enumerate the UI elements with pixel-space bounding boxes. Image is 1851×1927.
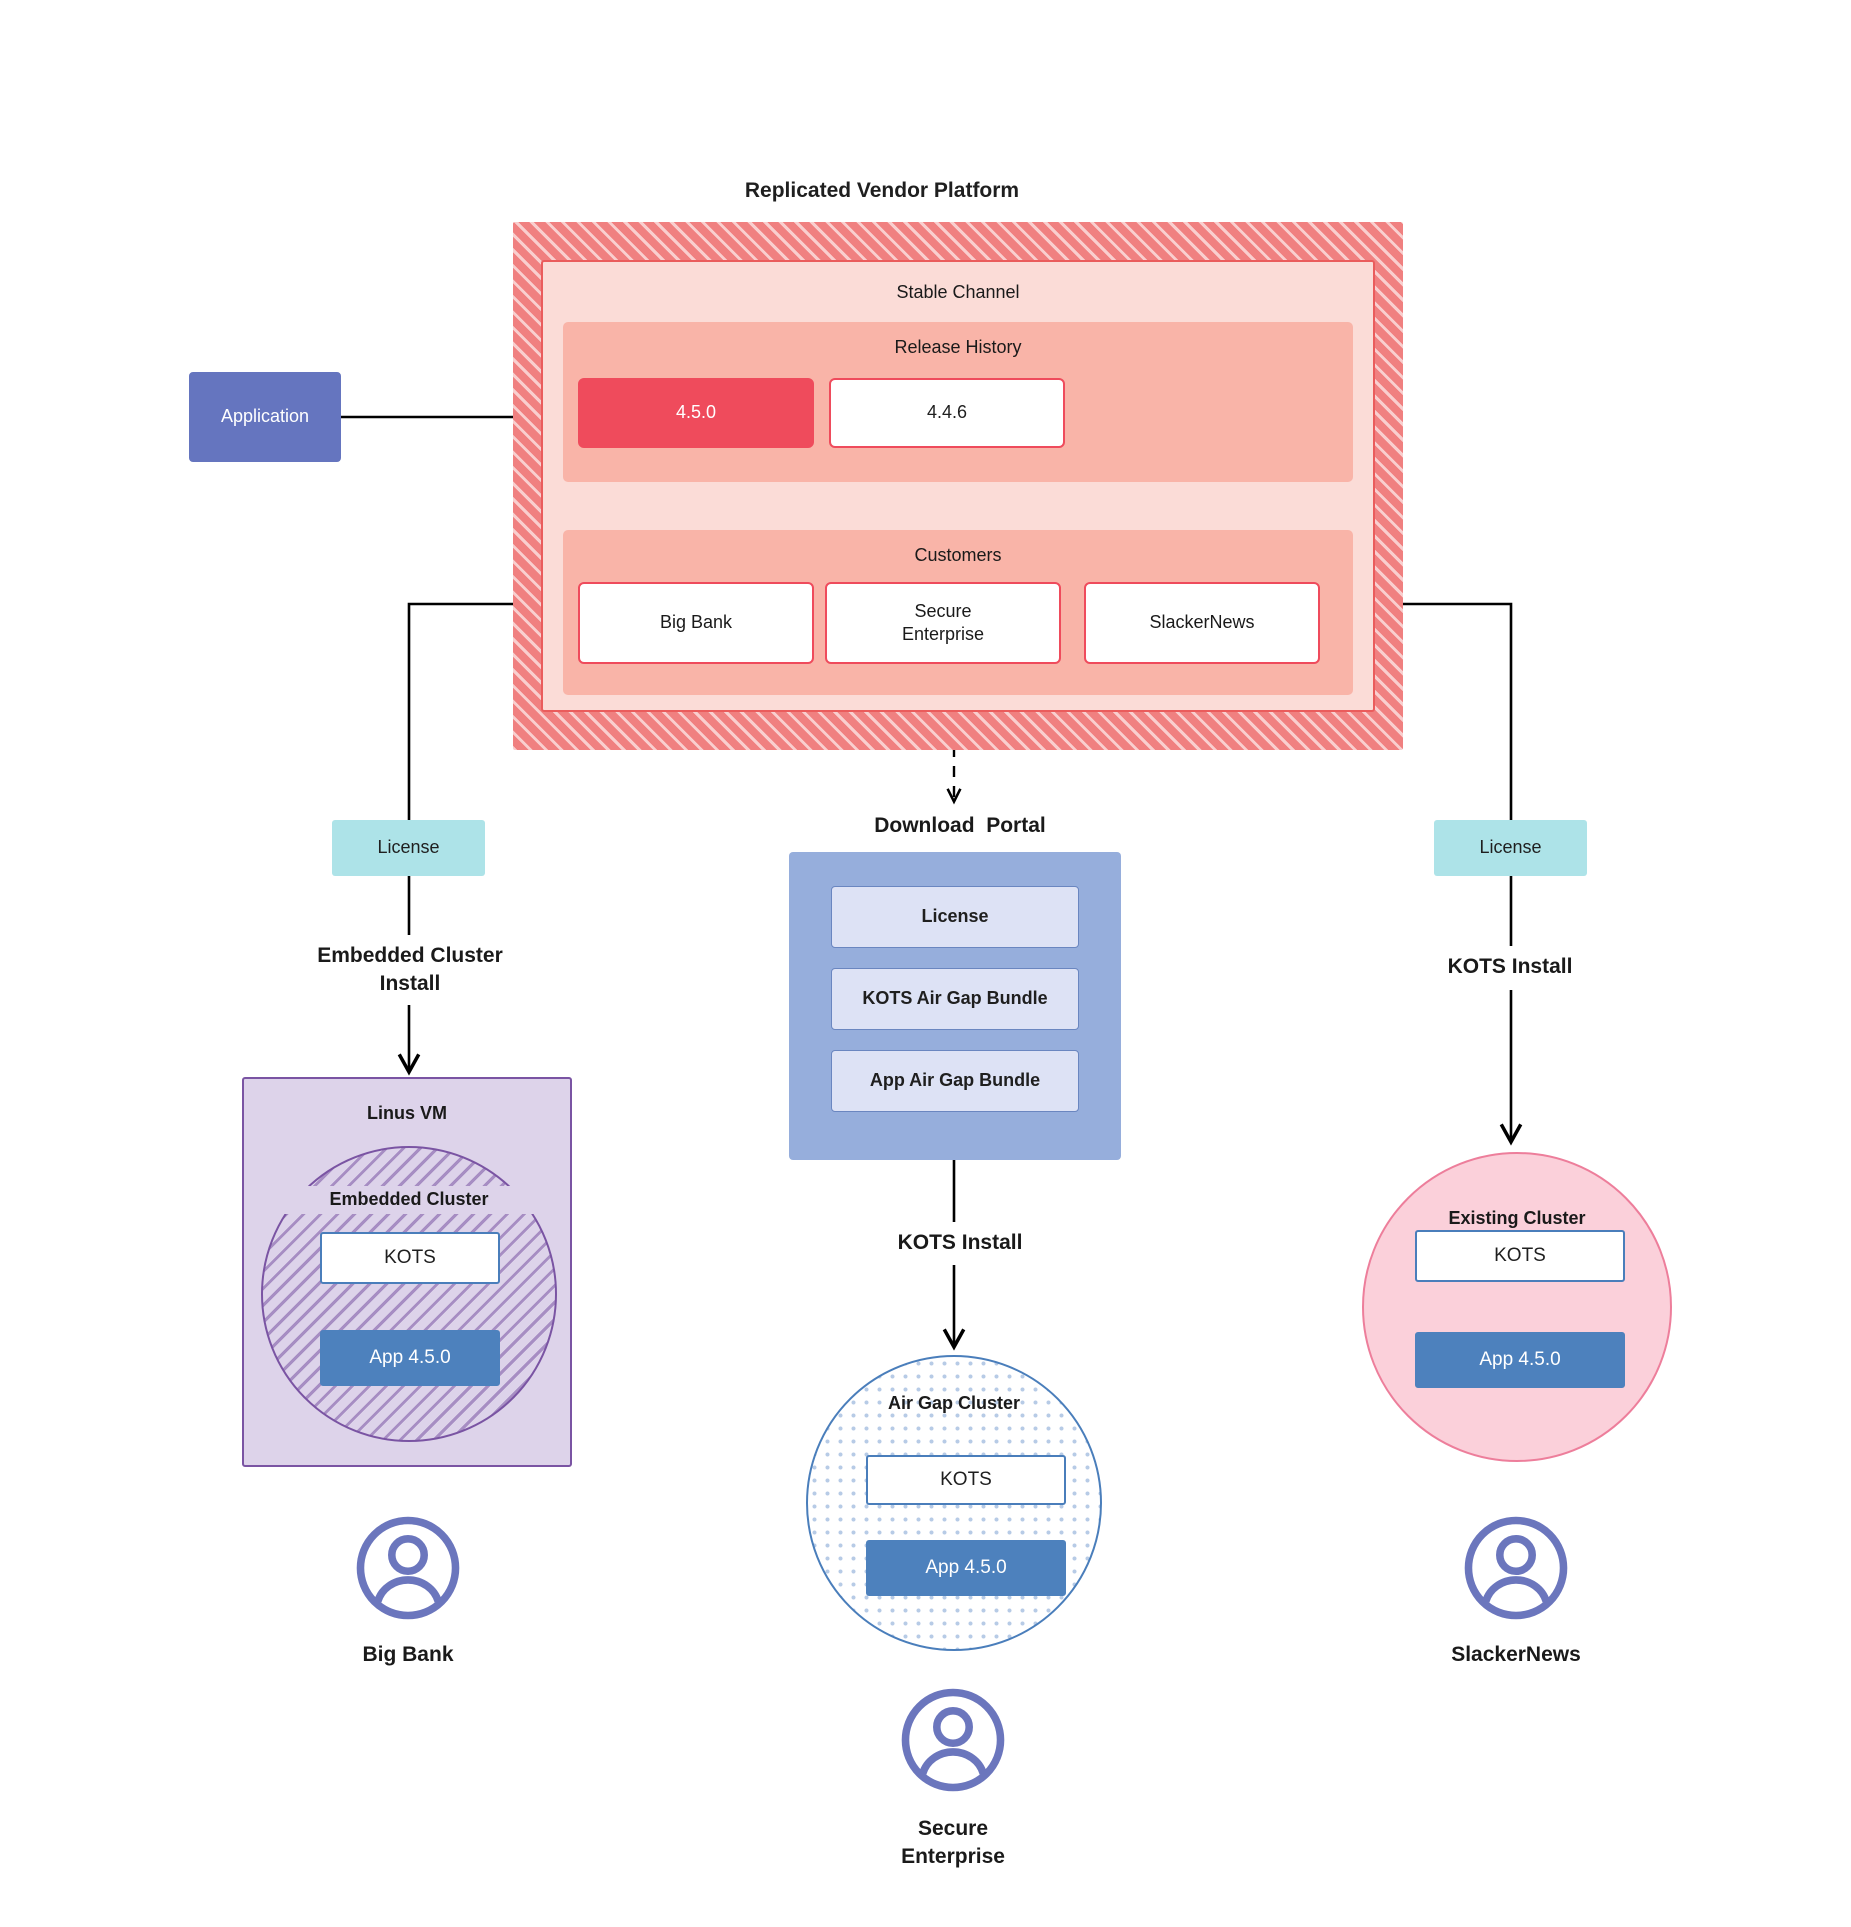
customer-name-secure-enterprise: Secure Enterprise (901, 1816, 1005, 1868)
release-history-title: Release History (894, 337, 1022, 358)
customer-chip-big-bank[interactable]: Big Bank (578, 582, 814, 664)
customers-title: Customers (914, 545, 1002, 566)
install-label-embedded-cluster: Embedded Cluster Install (317, 943, 503, 995)
customers-panel: Customers Big Bank Secure Enterprise Sla… (563, 530, 1353, 695)
avatar-secure-enterprise (901, 1688, 1005, 1792)
embedded-cluster-shape: Embedded Cluster (261, 1146, 557, 1442)
avatar-slackernews (1464, 1516, 1568, 1620)
download-portal-title: Download Portal (874, 814, 1046, 838)
customer-name-slackernews: SlackerNews (1451, 1642, 1581, 1666)
app-box-secure-enterprise[interactable]: App 4.5.0 (866, 1540, 1066, 1596)
kots-box-big-bank[interactable]: KOTS (320, 1232, 500, 1284)
page-title: Replicated Vendor Platform (744, 179, 1020, 203)
portal-item-app-air-gap-bundle[interactable]: App Air Gap Bundle (831, 1050, 1079, 1112)
install-label-kots-right: KOTS Install (1447, 954, 1573, 978)
stable-channel-title: Stable Channel (896, 282, 1020, 303)
license-chip-left[interactable]: License (332, 820, 485, 876)
release-chip-previous[interactable]: 4.4.6 (829, 378, 1065, 448)
app-box-big-bank[interactable]: App 4.5.0 (320, 1330, 500, 1386)
stable-channel-container: Stable Channel Release History 4.5.0 4.4… (541, 260, 1375, 712)
kots-box-slackernews[interactable]: KOTS (1415, 1230, 1625, 1282)
customer-chip-secure-enterprise[interactable]: Secure Enterprise (825, 582, 1061, 664)
existing-cluster-title: Existing Cluster (1448, 1208, 1586, 1229)
embedded-cluster-title: Embedded Cluster (263, 1186, 555, 1214)
kots-box-secure-enterprise[interactable]: KOTS (866, 1455, 1066, 1505)
release-chip-current[interactable]: 4.5.0 (578, 378, 814, 448)
download-portal-container: License KOTS Air Gap Bundle App Air Gap … (789, 852, 1121, 1160)
existing-cluster-shape: Existing Cluster (1362, 1152, 1672, 1462)
app-box-slackernews[interactable]: App 4.5.0 (1415, 1332, 1625, 1388)
customer-chip-slackernews[interactable]: SlackerNews (1084, 582, 1320, 664)
release-history-panel: Release History 4.5.0 4.4.6 (563, 322, 1353, 482)
license-chip-right[interactable]: License (1434, 820, 1587, 876)
portal-item-kots-air-gap-bundle[interactable]: KOTS Air Gap Bundle (831, 968, 1079, 1030)
portal-item-license[interactable]: License (831, 886, 1079, 948)
customer-name-big-bank: Big Bank (362, 1642, 454, 1666)
avatar-big-bank (356, 1516, 460, 1620)
install-label-kots-middle: KOTS Install (897, 1230, 1023, 1254)
linux-vm-title: Linus VM (367, 1103, 447, 1124)
vendor-platform-container: Stable Channel Release History 4.5.0 4.4… (513, 222, 1403, 750)
application-box[interactable]: Application (189, 372, 341, 462)
air-gap-cluster-title: Air Gap Cluster (887, 1393, 1021, 1414)
